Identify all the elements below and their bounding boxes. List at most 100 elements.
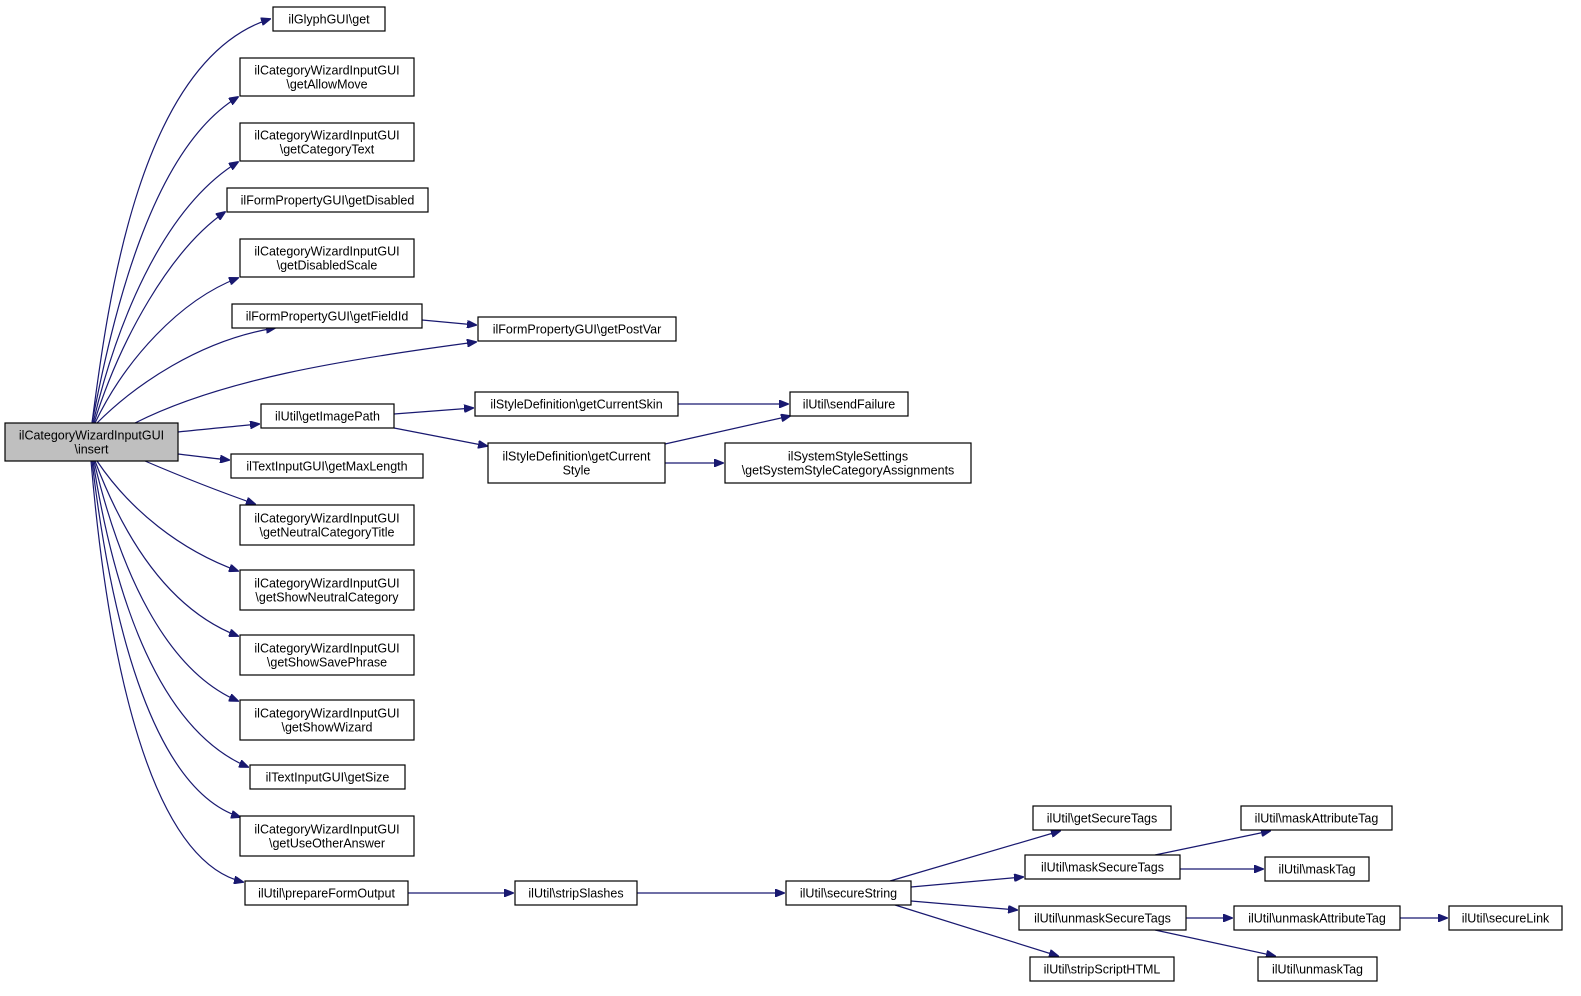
node-box <box>4 422 179 462</box>
node-box <box>1264 856 1370 882</box>
edge-root-to-get-size <box>92 460 248 767</box>
edge-root-to-get-show-save-phrase <box>94 460 238 636</box>
node-label-line: ilUtil\getSecureTags <box>1047 812 1157 826</box>
node-box <box>230 453 424 479</box>
node-label-line: ilCategoryWizardInputGUI <box>254 64 399 78</box>
node-box <box>514 880 638 906</box>
edge-root-to-get-disabled-scale <box>94 278 238 424</box>
node-label-line: \getShowNeutralCategory <box>255 591 399 605</box>
edge-root-to-prepare-form-output <box>90 460 243 882</box>
node-box <box>1448 905 1563 931</box>
node-label-line: ilCategoryWizardInputGUI <box>254 707 399 721</box>
node-label-line: ilUtil\maskTag <box>1278 863 1355 877</box>
node-box <box>239 122 415 162</box>
node-box <box>231 303 423 329</box>
node-get-image-path[interactable]: ilUtil\getImagePath <box>260 403 395 429</box>
node-mask-secure-tags[interactable]: ilUtil\maskSecureTags <box>1024 854 1181 880</box>
edge-get-image-path-to-get-current-style <box>393 427 487 446</box>
edge-root-to-get-allow-move <box>91 97 238 424</box>
node-get-field-id[interactable]: ilFormPropertyGUI\getFieldId <box>231 303 423 329</box>
node-root[interactable]: ilCategoryWizardInputGUI\insert <box>4 422 179 462</box>
node-label-line: ilCategoryWizardInputGUI <box>254 245 399 259</box>
node-label-line: \getShowSavePhrase <box>267 656 387 670</box>
edge-get-field-id-to-get-post-var <box>421 319 476 325</box>
node-get-system-style-category-assignments[interactable]: ilSystemStyleSettings\getSystemStyleCate… <box>724 442 972 484</box>
node-strip-slashes[interactable]: ilUtil\stripSlashes <box>514 880 638 906</box>
node-label-line: ilCategoryWizardInputGUI <box>254 823 399 837</box>
node-label-line: ilUtil\maskAttributeTag <box>1255 812 1379 826</box>
node-get-neutral-category-title[interactable]: ilCategoryWizardInputGUI\getNeutralCateg… <box>239 504 415 546</box>
node-label-line: ilUtil\maskSecureTags <box>1041 861 1164 875</box>
node-label-line: ilFormPropertyGUI\getPostVar <box>493 323 662 337</box>
edge-root-to-glyph-get <box>91 19 270 424</box>
edge-root-to-get-show-neutral-category <box>96 460 238 571</box>
node-secure-string[interactable]: ilUtil\secureString <box>785 880 912 906</box>
node-secure-link[interactable]: ilUtil\secureLink <box>1448 905 1563 931</box>
node-box <box>226 187 429 213</box>
node-label-line: ilUtil\stripScriptHTML <box>1044 963 1161 977</box>
node-label-line: ilCategoryWizardInputGUI <box>254 129 399 143</box>
node-box <box>1233 905 1401 931</box>
node-label-line: \getNeutralCategoryTitle <box>259 526 394 540</box>
edge-root-to-get-image-path <box>177 424 259 433</box>
node-box <box>1240 805 1393 831</box>
node-prepare-form-output[interactable]: ilUtil\prepareFormOutput <box>244 880 409 906</box>
edge-root-to-get-show-wizard <box>93 460 238 701</box>
node-mask-attribute-tag[interactable]: ilUtil\maskAttributeTag <box>1240 805 1393 831</box>
edge-root-to-get-field-id <box>96 328 275 424</box>
node-get-show-neutral-category[interactable]: ilCategoryWizardInputGUI\getShowNeutralC… <box>239 569 415 611</box>
node-get-size[interactable]: ilTextInputGUI\getSize <box>249 764 406 790</box>
node-get-disabled[interactable]: ilFormPropertyGUI\getDisabled <box>226 187 429 213</box>
node-get-max-length[interactable]: ilTextInputGUI\getMaxLength <box>230 453 424 479</box>
node-box <box>239 634 415 676</box>
node-glyph-get[interactable]: ilGlyphGUI\get <box>272 6 386 32</box>
node-label-line: \getUseOtherAnswer <box>269 837 385 851</box>
node-label-line: ilUtil\sendFailure <box>803 398 895 412</box>
node-box <box>1257 956 1378 982</box>
node-box <box>260 403 395 429</box>
node-label-line: ilCategoryWizardInputGUI <box>254 577 399 591</box>
node-label-line: \getShowWizard <box>281 721 372 735</box>
node-label-line: ilUtil\unmaskSecureTags <box>1034 912 1171 926</box>
edge-root-to-get-post-var <box>134 342 476 424</box>
node-get-use-other-answer[interactable]: ilCategoryWizardInputGUI\getUseOtherAnsw… <box>239 815 415 857</box>
node-send-failure[interactable]: ilUtil\sendFailure <box>789 391 909 417</box>
node-label-line: ilStyleDefinition\getCurrentSkin <box>490 398 662 412</box>
node-box <box>477 316 677 342</box>
node-unmask-attribute-tag[interactable]: ilUtil\unmaskAttributeTag <box>1233 905 1401 931</box>
node-get-post-var[interactable]: ilFormPropertyGUI\getPostVar <box>477 316 677 342</box>
node-unmask-secure-tags[interactable]: ilUtil\unmaskSecureTags <box>1018 905 1187 931</box>
node-box <box>239 238 415 278</box>
node-get-secure-tags[interactable]: ilUtil\getSecureTags <box>1032 805 1172 831</box>
node-label-line: ilStyleDefinition\getCurrent <box>503 450 652 464</box>
node-box <box>239 815 415 857</box>
node-label-line: ilSystemStyleSettings <box>788 450 908 464</box>
node-get-show-wizard[interactable]: ilCategoryWizardInputGUI\getShowWizard <box>239 699 415 741</box>
edge-secure-string-to-unmask-secure-tags <box>910 900 1017 910</box>
node-strip-script-html[interactable]: ilUtil\stripScriptHTML <box>1029 956 1175 982</box>
node-label-line: \insert <box>74 443 109 457</box>
node-get-current-skin[interactable]: ilStyleDefinition\getCurrentSkin <box>474 391 679 417</box>
node-box <box>785 880 912 906</box>
edge-secure-string-to-mask-secure-tags <box>910 877 1023 888</box>
node-get-show-save-phrase[interactable]: ilCategoryWizardInputGUI\getShowSavePhra… <box>239 634 415 676</box>
node-label-line: \getCategoryText <box>280 143 375 157</box>
node-get-disabled-scale[interactable]: ilCategoryWizardInputGUI\getDisabledScal… <box>239 238 415 278</box>
node-label-line: ilUtil\secureString <box>800 887 897 901</box>
nodes-layer: ilCategoryWizardInputGUI\insertilGlyphGU… <box>4 6 1563 982</box>
node-box <box>239 569 415 611</box>
node-get-category-text[interactable]: ilCategoryWizardInputGUI\getCategoryText <box>239 122 415 162</box>
node-label-line: ilUtil\stripSlashes <box>528 887 623 901</box>
edge-root-to-get-neutral-category-title <box>144 460 255 504</box>
node-mask-tag[interactable]: ilUtil\maskTag <box>1264 856 1370 882</box>
node-label-line: ilUtil\prepareFormOutput <box>258 887 395 901</box>
node-get-allow-move[interactable]: ilCategoryWizardInputGUI\getAllowMove <box>239 57 415 97</box>
node-label-line: ilUtil\secureLink <box>1462 912 1550 926</box>
node-unmask-tag[interactable]: ilUtil\unmaskTag <box>1257 956 1378 982</box>
node-box <box>1032 805 1172 831</box>
node-label-line: ilGlyphGUI\get <box>288 13 370 27</box>
edge-secure-string-to-get-secure-tags <box>889 831 1060 882</box>
edge-get-current-style-to-send-failure <box>664 416 790 445</box>
